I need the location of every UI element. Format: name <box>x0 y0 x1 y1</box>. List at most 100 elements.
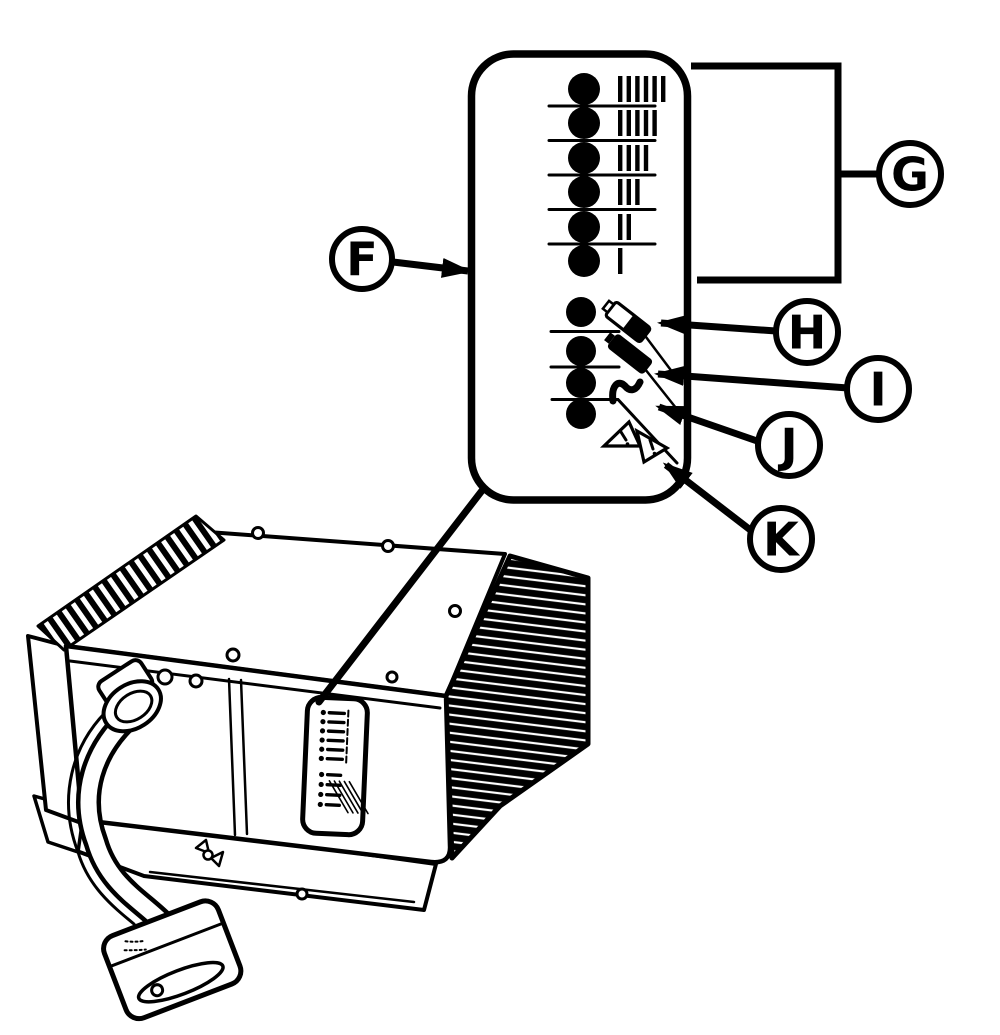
level-bar <box>626 145 631 171</box>
mini-bar <box>324 803 341 807</box>
callout-letter-I: I <box>869 363 886 417</box>
callout-letter-F: F <box>346 233 377 287</box>
callout-arrow-I <box>654 365 849 392</box>
level-bar <box>635 76 640 102</box>
status-led-3 <box>566 368 596 398</box>
battery-charged-icon <box>604 332 653 374</box>
mini-panel-rows <box>317 709 369 815</box>
cable-connector <box>101 898 244 1022</box>
screw-icon <box>156 668 174 686</box>
callout-letter-J: J <box>777 419 797 473</box>
level-bar <box>635 145 640 171</box>
level-bar <box>643 110 649 136</box>
wing-bolt-icon <box>194 838 225 868</box>
callouts: F G H I J K <box>329 62 944 573</box>
status-led-4 <box>566 399 596 429</box>
status-led-1 <box>566 297 596 327</box>
mini-led <box>318 781 324 788</box>
level-bar <box>618 179 623 205</box>
mini-led <box>319 728 326 734</box>
level-bar <box>618 76 623 102</box>
callout-circle-I <box>844 355 912 423</box>
callout-arrow-K <box>662 462 756 535</box>
mini-led <box>319 746 325 752</box>
mini-led <box>318 791 324 798</box>
screw-icon <box>251 526 265 540</box>
level-bar <box>618 110 623 136</box>
flange-step-line <box>148 870 416 904</box>
level-bar <box>635 179 640 205</box>
sense-wire <box>67 704 136 926</box>
status-led-column <box>549 297 621 429</box>
mini-bar <box>325 783 342 787</box>
mini-shading-line <box>343 780 364 815</box>
callout-letter-H: H <box>788 306 827 360</box>
front-divider-line <box>227 677 237 837</box>
callout-circle-J <box>755 411 823 479</box>
callout-arrow-H <box>657 314 777 335</box>
ac-wave-icon <box>609 378 644 405</box>
screw-icon <box>295 887 309 901</box>
level-bar <box>643 145 649 171</box>
callout-circle-F <box>329 226 395 292</box>
callout-bracket-G <box>691 62 842 284</box>
mini-led <box>317 801 323 808</box>
level-bar <box>652 110 657 136</box>
mini-bar <box>325 773 343 777</box>
screw-icon <box>225 647 241 663</box>
level-bar <box>643 76 649 102</box>
mini-led <box>319 771 325 778</box>
mini-control-panel <box>300 694 370 838</box>
mini-shading-line <box>348 780 369 815</box>
level-bar <box>626 214 631 240</box>
screw-icon <box>188 673 204 689</box>
level-led-3 <box>568 142 600 174</box>
level-bar <box>626 110 631 136</box>
charger-unit <box>26 514 591 1022</box>
charge-level-rows <box>547 73 666 277</box>
level-led-2 <box>568 107 600 139</box>
mini-bar <box>326 738 345 743</box>
level-bar <box>652 76 657 102</box>
heat-sink-fins-right <box>443 553 591 861</box>
callout-letter-K: K <box>763 513 801 567</box>
mini-bar <box>326 747 345 752</box>
level-bar <box>618 248 623 274</box>
mini-shading-line <box>338 780 359 814</box>
heat-sink-fins-rear <box>36 514 226 652</box>
mini-led <box>320 709 326 716</box>
status-led-2 <box>566 336 596 366</box>
level-led-4 <box>568 176 600 208</box>
level-bar <box>618 145 623 171</box>
mini-led <box>320 719 326 725</box>
callout-circle-K <box>747 505 815 573</box>
mini-bar <box>325 757 344 762</box>
callout-arrow-J <box>655 403 762 446</box>
callout-circle-G <box>876 140 944 208</box>
level-bar <box>626 76 631 102</box>
front-divider-line-2 <box>239 678 249 836</box>
mini-bar <box>327 711 347 716</box>
mini-shading-line <box>328 780 349 814</box>
mini-shading-line <box>333 780 354 814</box>
fault-triangles-icon <box>600 419 671 465</box>
battery-charging-icon <box>601 299 652 344</box>
callout-circle-H <box>773 298 841 366</box>
control-panel-detail <box>467 50 692 504</box>
mini-led <box>319 737 325 743</box>
level-led-1 <box>568 73 600 105</box>
level-led-6 <box>568 245 600 277</box>
level-bar <box>635 110 640 136</box>
level-led-5 <box>568 211 600 243</box>
mini-bar <box>327 720 346 725</box>
screw-icon <box>448 604 462 618</box>
callout-letter-G: G <box>891 148 929 202</box>
magnifier-leader-line <box>315 484 488 706</box>
power-cable-core <box>80 710 170 930</box>
screw-icon <box>381 539 395 553</box>
screw-icon <box>385 670 399 684</box>
level-bar <box>661 76 666 102</box>
callout-arrow-F <box>392 257 472 278</box>
